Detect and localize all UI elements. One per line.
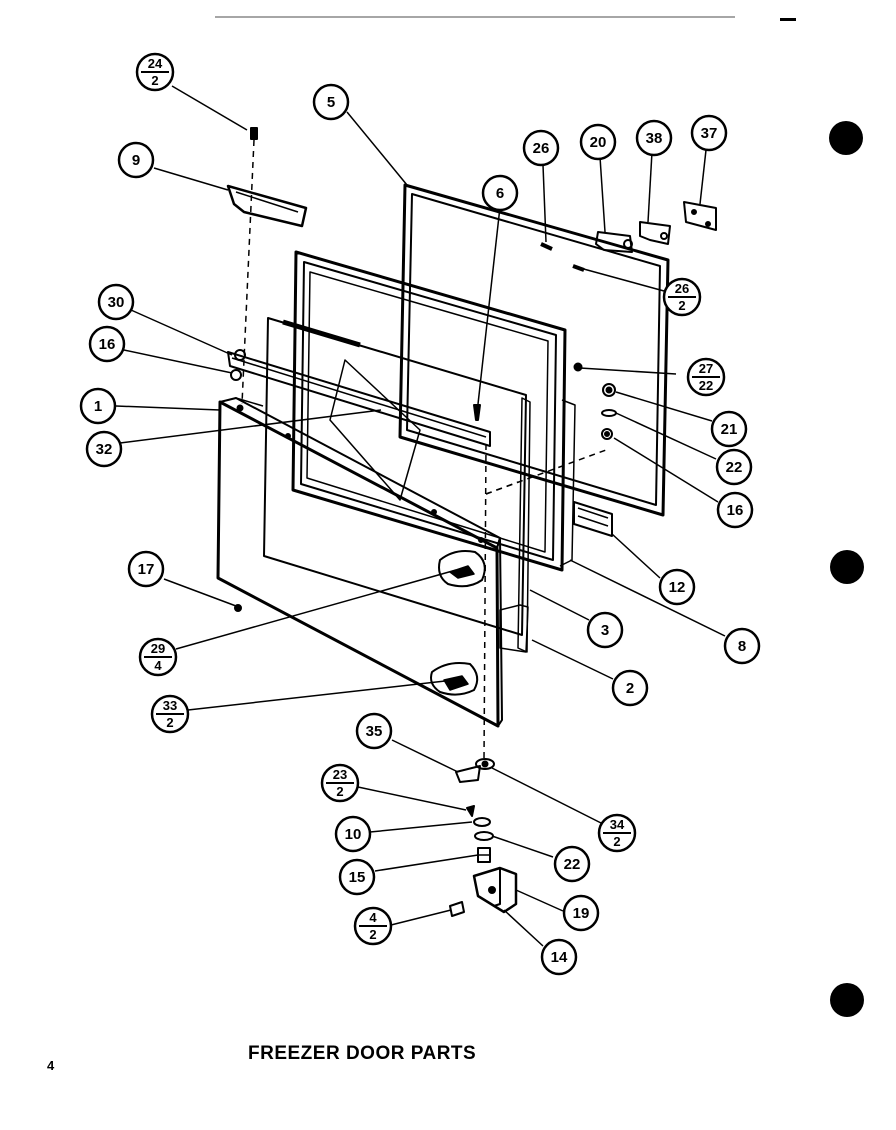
svg-text:3: 3 — [601, 622, 609, 639]
svg-text:2: 2 — [626, 680, 634, 697]
callout-26-2: 26 2 — [662, 277, 702, 317]
svg-text:19: 19 — [573, 905, 590, 922]
callout-21: 21 — [710, 410, 748, 448]
part-2-insulation-slab — [263, 317, 531, 653]
svg-text:6: 6 — [496, 185, 504, 202]
svg-text:37: 37 — [701, 125, 718, 142]
svg-text:35: 35 — [366, 723, 383, 740]
callout-9: 9 — [117, 141, 155, 179]
svg-text:32: 32 — [96, 441, 113, 458]
svg-text:26: 26 — [533, 140, 550, 157]
callout-26: 26 — [522, 129, 560, 167]
callout-6: 6 — [481, 174, 519, 212]
callout-29-4: 29 4 — [138, 637, 178, 677]
callout-12: 12 — [658, 568, 696, 606]
svg-text:10: 10 — [345, 826, 362, 843]
svg-text:24: 24 — [148, 56, 163, 71]
part-30-top-trim — [227, 351, 491, 447]
callout-33-2: 33 2 — [150, 694, 190, 734]
svg-text:1: 1 — [94, 398, 102, 415]
page-title: FREEZER DOOR PARTS — [248, 1043, 477, 1064]
svg-text:2: 2 — [613, 834, 620, 849]
callout-35: 35 — [355, 712, 393, 750]
assembly-axis-lines — [241, 139, 607, 761]
svg-text:38: 38 — [646, 130, 663, 147]
binder-hole-bottom — [830, 983, 864, 1017]
svg-text:16: 16 — [99, 336, 116, 353]
svg-text:22: 22 — [699, 378, 713, 393]
callout-22-right: 22 — [715, 448, 753, 486]
leader-lines — [115, 85, 726, 947]
callout-8: 8 — [723, 627, 761, 665]
callout-22-bottom: 22 — [553, 845, 591, 883]
callout-16-left: 16 — [88, 325, 126, 363]
callout-16-right: 16 — [716, 491, 754, 529]
callout-1: 1 — [79, 387, 117, 425]
callout-38: 38 — [635, 119, 673, 157]
svg-text:33: 33 — [163, 698, 177, 713]
part-3-inner-panel — [291, 250, 576, 572]
svg-text:23: 23 — [333, 767, 347, 782]
part-1-outer-door — [216, 397, 503, 728]
callout-20: 20 — [579, 123, 617, 161]
callout-37: 37 — [690, 114, 728, 152]
callout-10: 10 — [334, 815, 372, 853]
page-number: 4 — [47, 1058, 55, 1073]
callout-14: 14 — [540, 938, 578, 976]
callout-2: 2 — [611, 669, 649, 707]
hinge-hardware-right — [595, 201, 717, 253]
svg-text:26: 26 — [675, 281, 689, 296]
callout-17: 17 — [127, 550, 165, 588]
binder-hole-middle — [830, 550, 864, 584]
svg-text:22: 22 — [726, 459, 743, 476]
svg-text:2: 2 — [336, 784, 343, 799]
svg-text:4: 4 — [154, 658, 162, 673]
svg-text:17: 17 — [138, 561, 155, 578]
svg-text:5: 5 — [327, 94, 335, 111]
svg-text:30: 30 — [108, 294, 125, 311]
scan-marks — [215, 16, 796, 21]
svg-text:9: 9 — [132, 152, 140, 169]
svg-text:2: 2 — [678, 298, 685, 313]
callout-27-22: 27 22 — [686, 357, 726, 397]
svg-text:14: 14 — [551, 949, 568, 966]
bottom-hinge-hardware — [449, 758, 518, 917]
svg-text:20: 20 — [590, 134, 607, 151]
callout-32: 32 — [85, 430, 123, 468]
small-hardware-top — [230, 127, 617, 440]
callout-3: 3 — [586, 611, 624, 649]
svg-text:2: 2 — [151, 73, 158, 88]
svg-text:21: 21 — [721, 421, 738, 438]
svg-text:27: 27 — [699, 361, 713, 376]
callout-30: 30 — [97, 283, 135, 321]
callout-23-2: 23 2 — [320, 763, 360, 803]
svg-text:16: 16 — [727, 502, 744, 519]
svg-text:4: 4 — [369, 910, 377, 925]
svg-text:29: 29 — [151, 641, 165, 656]
part-12-handle-strip — [573, 501, 613, 537]
svg-text:22: 22 — [564, 856, 581, 873]
binder-hole-top — [829, 121, 863, 155]
part-5-gasket-frame — [398, 183, 670, 517]
callout-24-2: 24 2 — [135, 52, 175, 92]
callout-4-2: 4 2 — [353, 906, 393, 946]
svg-text:12: 12 — [669, 579, 686, 596]
callout-19: 19 — [562, 894, 600, 932]
callout-15: 15 — [338, 858, 376, 896]
callout-34-2: 34 2 — [597, 813, 637, 853]
callout-5: 5 — [312, 83, 350, 121]
svg-text:15: 15 — [349, 869, 366, 886]
svg-text:8: 8 — [738, 638, 746, 655]
callout-bubbles: 24 2 26 2 27 22 29 4 — [79, 52, 761, 976]
svg-text:2: 2 — [369, 927, 376, 942]
svg-text:34: 34 — [610, 817, 625, 832]
svg-text:2: 2 — [166, 715, 173, 730]
part-9-top-hinge — [226, 184, 308, 228]
